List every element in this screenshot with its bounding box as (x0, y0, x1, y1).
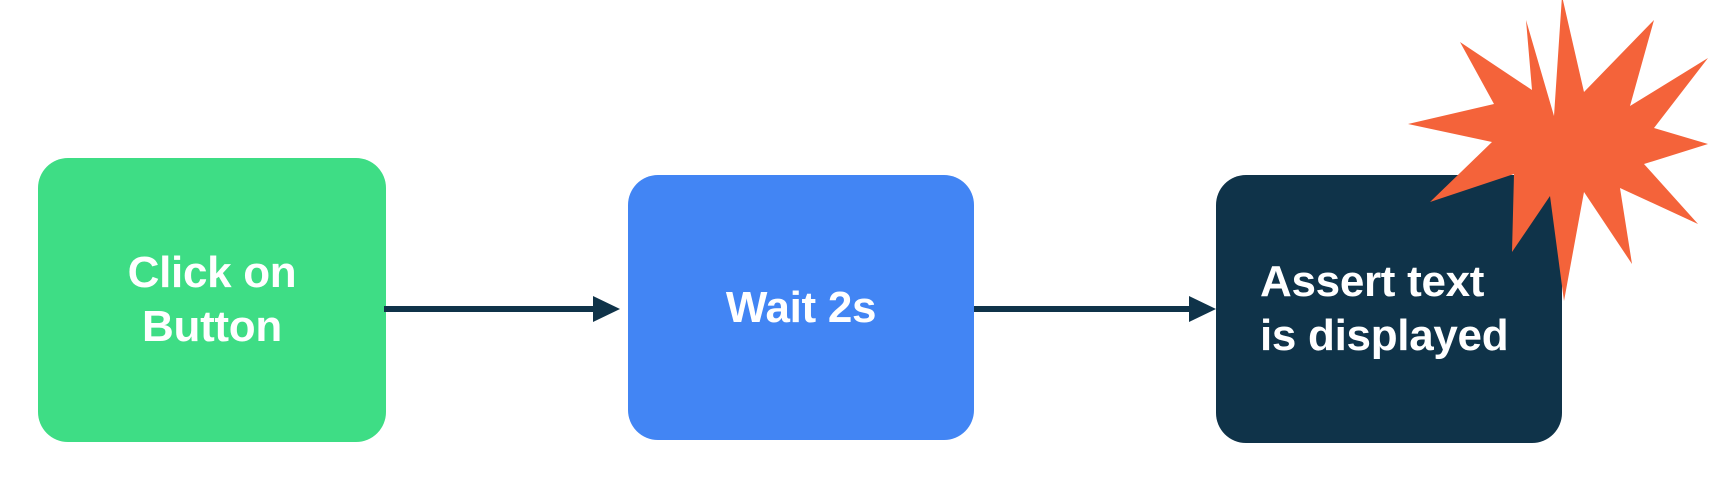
connector-arrow-click-to-wait (384, 296, 620, 322)
flow-node-wait-2s-label: Wait 2s (725, 282, 877, 332)
flow-node-click-on-button[interactable]: Click on Button (38, 158, 386, 442)
arrowhead-icon (593, 296, 620, 322)
flow-node-assert-text-is-displayed-label: Assert text is displayed (1260, 257, 1509, 360)
arrowhead-icon (1189, 296, 1216, 322)
flow-node-click-on-button-label: Click on Button (127, 248, 297, 351)
connector-arrow-wait-to-assert (974, 296, 1216, 322)
flow-node-wait-2s[interactable]: Wait 2s (628, 175, 974, 440)
explosion-starburst-icon (1408, 0, 1708, 301)
flow-node-assert-text-is-displayed[interactable]: Assert text is displayed (1216, 175, 1562, 443)
